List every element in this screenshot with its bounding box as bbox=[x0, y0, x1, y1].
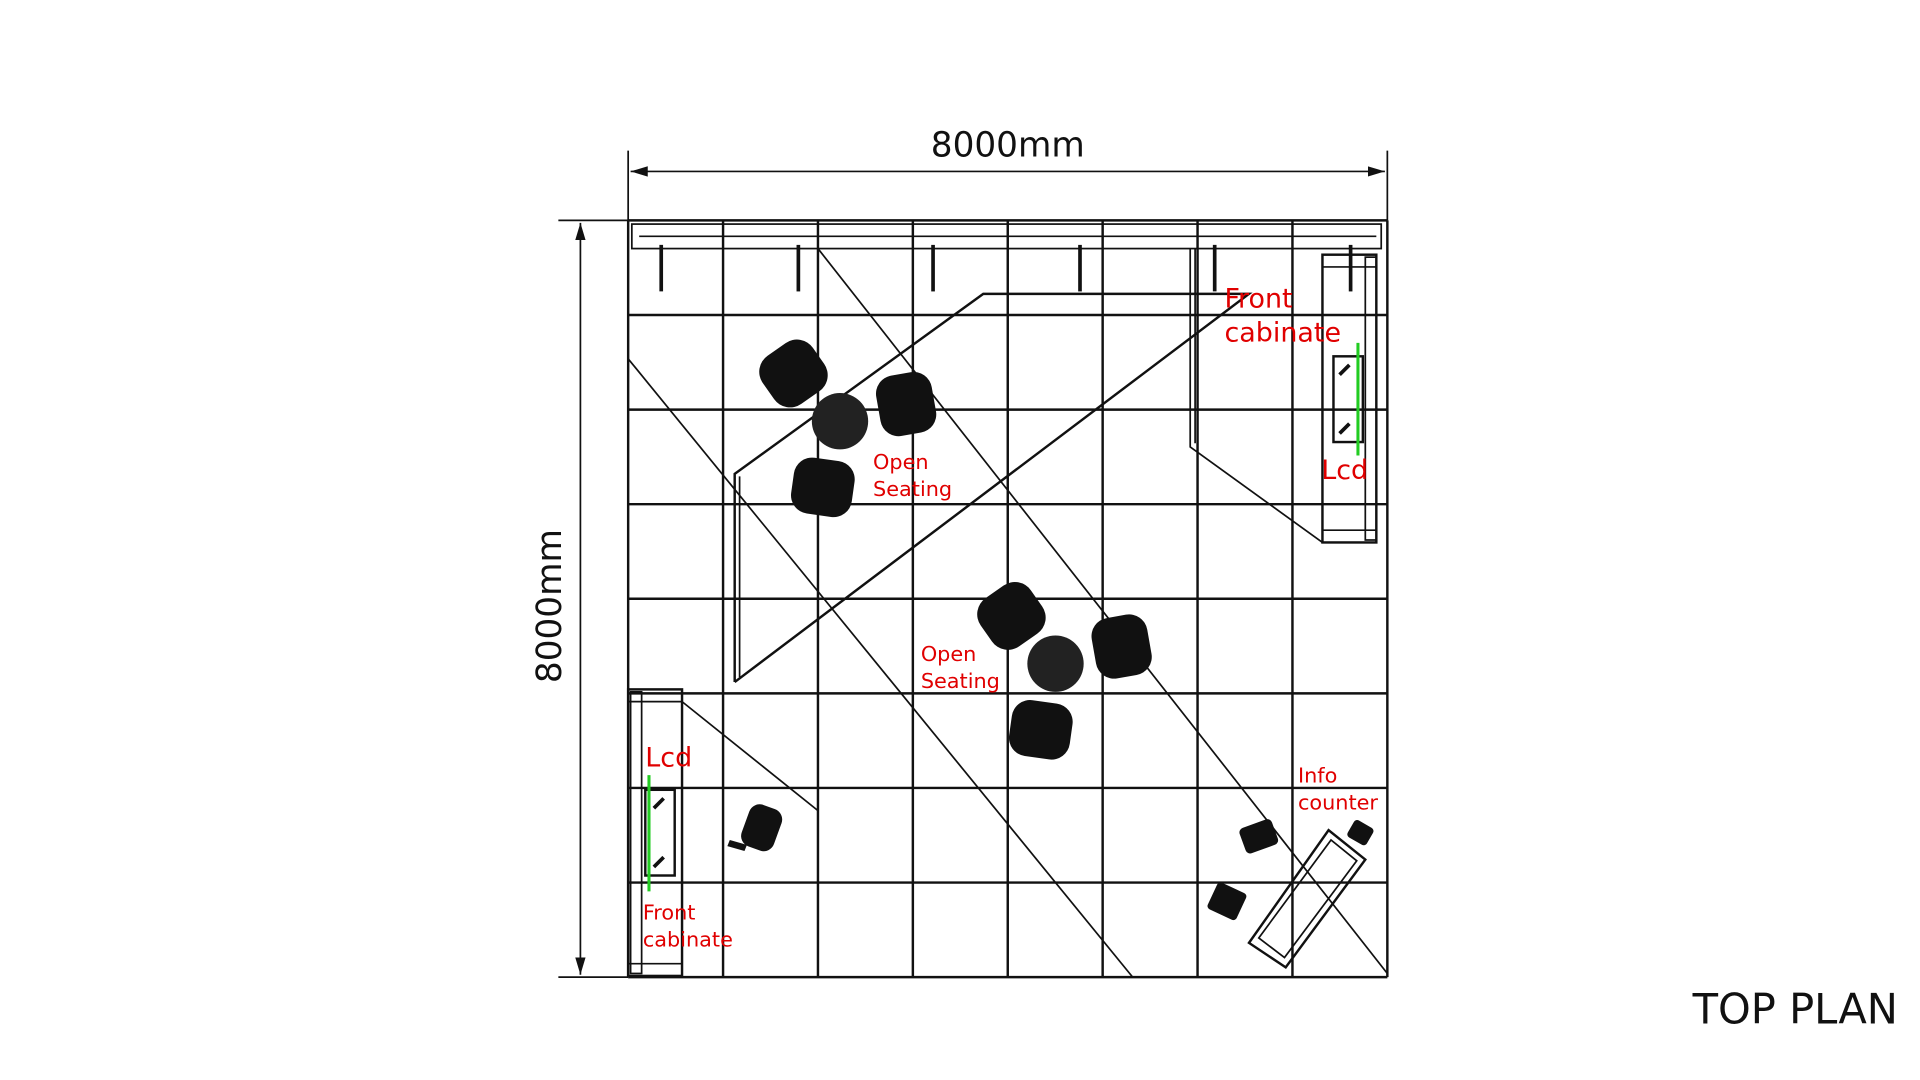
height-dimension: 8000mm bbox=[530, 219, 629, 979]
round-table bbox=[1027, 635, 1084, 692]
height-label: 8000mm bbox=[530, 529, 570, 683]
lcd-left-label: Lcd bbox=[645, 743, 692, 774]
chair bbox=[759, 339, 828, 408]
chair bbox=[1008, 700, 1073, 760]
lcd-right-label: Lcd bbox=[1321, 455, 1368, 486]
round-table bbox=[811, 393, 869, 450]
stool bbox=[1239, 819, 1279, 854]
person-figure bbox=[727, 804, 783, 852]
width-dimension: 8000mm bbox=[627, 126, 1389, 221]
right-cabinet bbox=[1321, 253, 1378, 544]
seating-group-1 bbox=[759, 339, 937, 518]
info-counter bbox=[1207, 819, 1374, 970]
chair bbox=[977, 581, 1046, 650]
width-label: 8000mm bbox=[931, 126, 1085, 166]
left-cabinet bbox=[626, 688, 684, 978]
chair bbox=[875, 371, 937, 437]
seating-group-2 bbox=[977, 581, 1152, 760]
plan-title: TOP PLAN bbox=[1692, 985, 1898, 1034]
top-wall-truss bbox=[630, 223, 1383, 292]
floor-grid bbox=[626, 219, 1389, 979]
stool bbox=[1347, 820, 1374, 846]
stool bbox=[1207, 882, 1247, 921]
structure-lines bbox=[627, 248, 1389, 978]
chair bbox=[1091, 614, 1152, 679]
chair bbox=[791, 457, 855, 518]
